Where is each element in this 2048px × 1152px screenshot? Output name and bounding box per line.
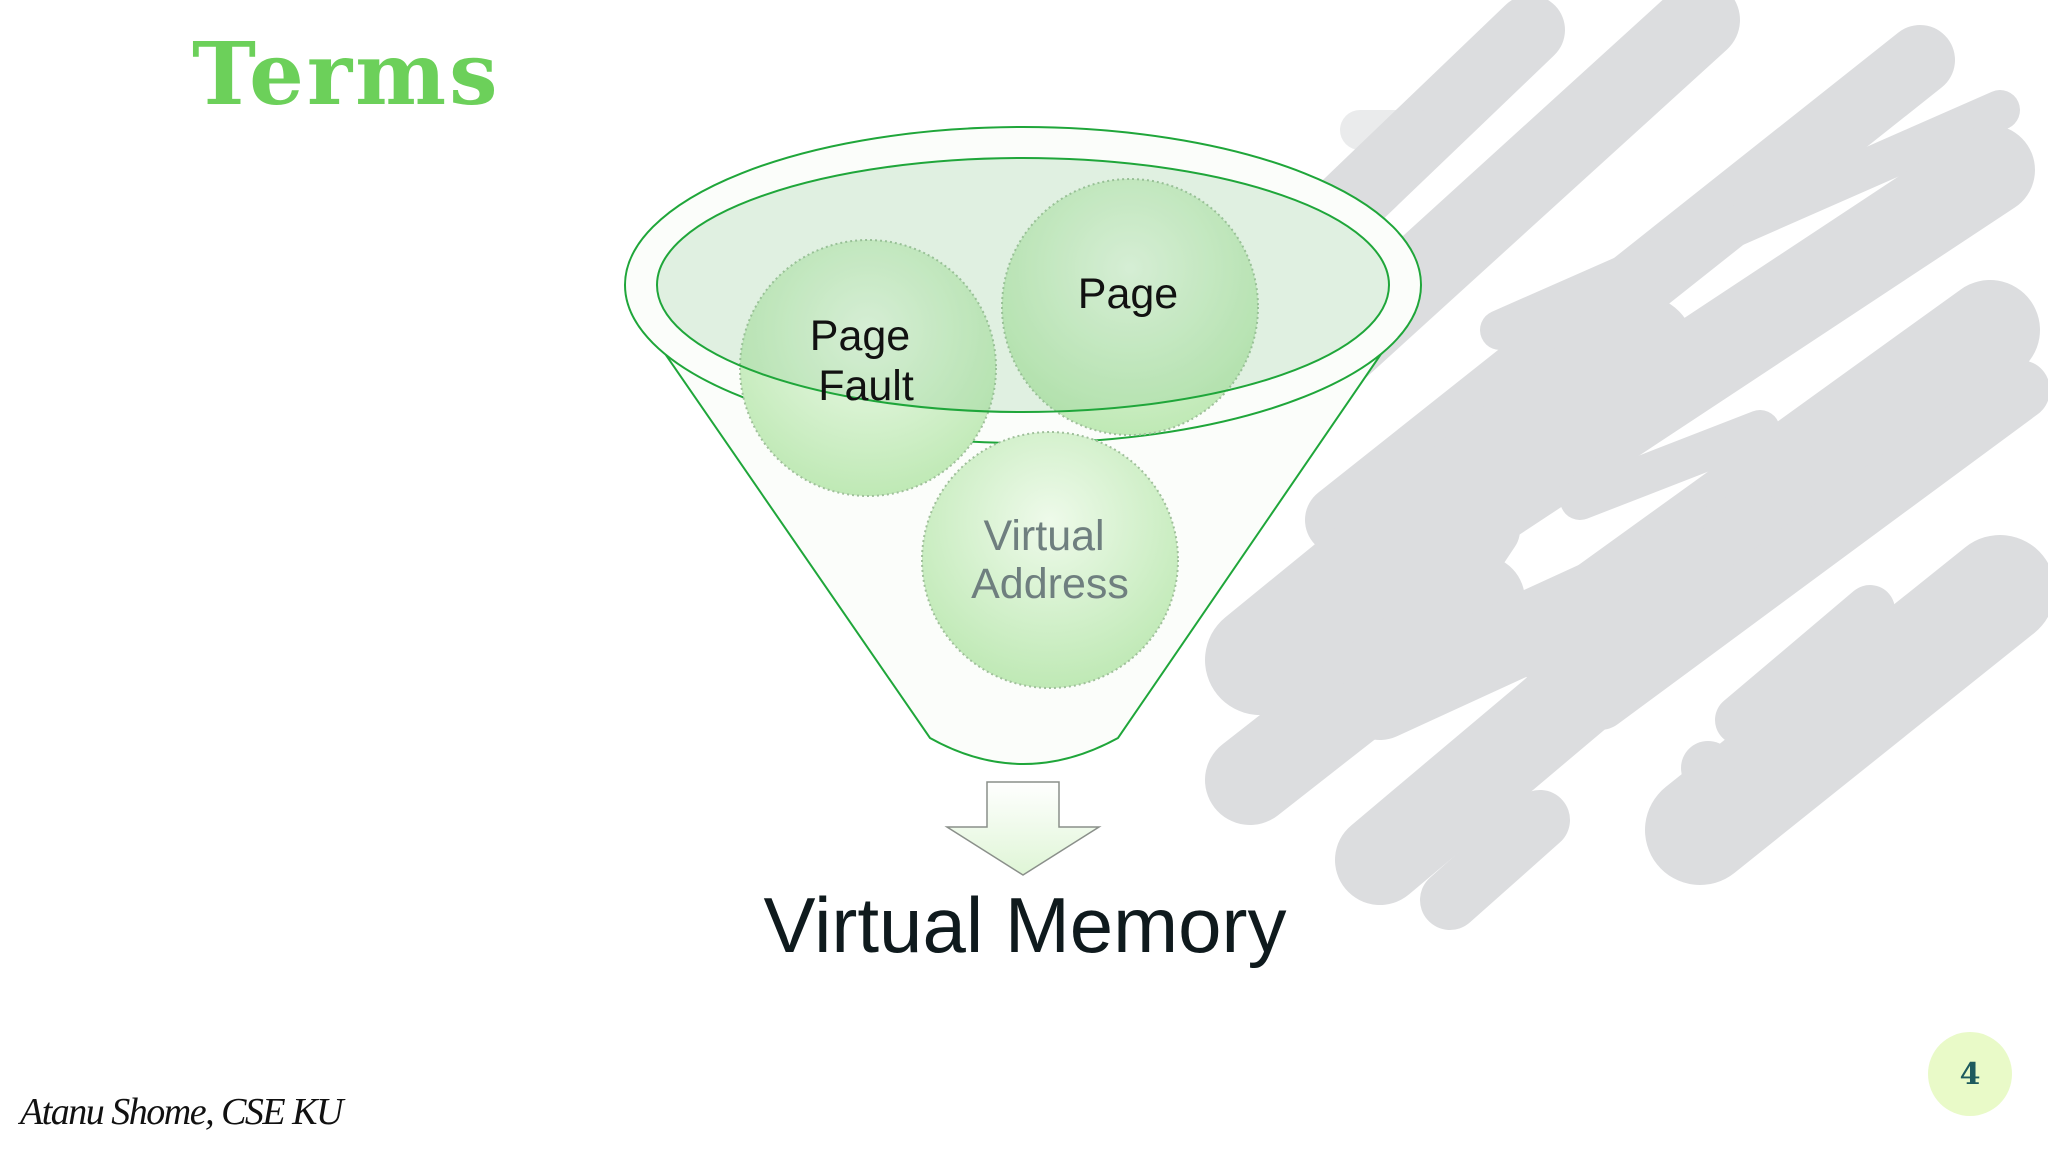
bubble-page [1001, 178, 1259, 436]
down-arrow-icon [944, 781, 1102, 876]
footer-author: Atanu Shome, CSE KU [20, 1091, 343, 1133]
bubble-virtual-address-label: Virtual Address [971, 512, 1129, 608]
slide-title: Terms [192, 24, 501, 125]
bubble-page-label: Page [1078, 270, 1178, 318]
bubble-page-fault-line-2: Fault [818, 362, 914, 410]
bubble-page-fault [739, 239, 997, 497]
funnel-inner-ellipse [656, 157, 1390, 413]
bubble-virtual-address [921, 431, 1179, 689]
bubble-virtual-address-line-1: Virtual [983, 512, 1104, 560]
page-number-badge: 4 [1928, 1032, 2012, 1116]
bubble-page-fault-label: Page Fault [810, 312, 922, 410]
bubble-virtual-address-line-2: Address [971, 560, 1129, 608]
bubble-page-fault-line-1: Page [810, 312, 910, 360]
bubble-page-line-1: Page [1078, 270, 1178, 318]
result-label: Virtual Memory [763, 881, 1287, 969]
page-number: 4 [1959, 1056, 1981, 1092]
